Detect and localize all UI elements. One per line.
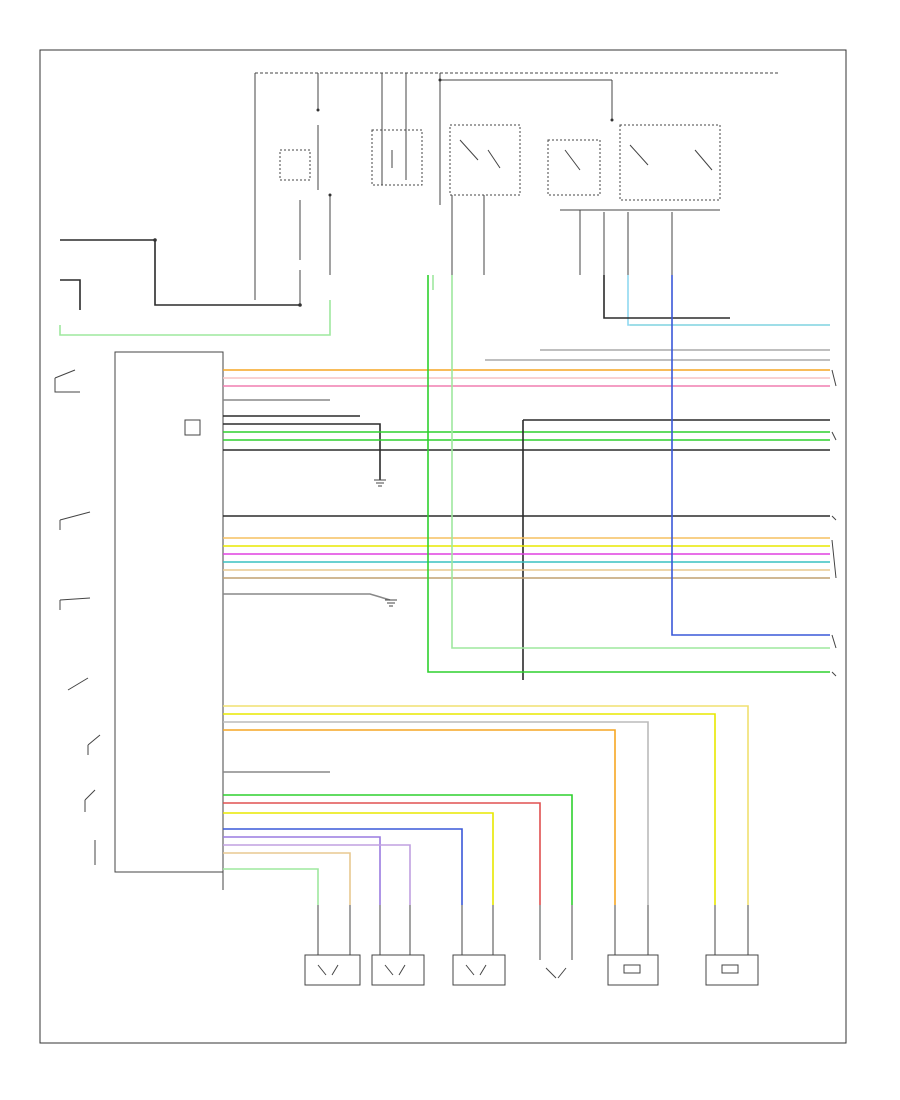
switch-5 [87, 734, 101, 755]
wire-black-5 [223, 423, 381, 480]
switch-1 [54, 369, 80, 393]
sensor-6-element [721, 964, 739, 974]
fuse-left [279, 149, 311, 181]
right-edge-connectors [831, 369, 837, 677]
relay-contacts [391, 139, 713, 171]
wire-gray-4 [223, 593, 391, 601]
wire-lightgreen-2 [451, 275, 830, 649]
feed-2 [381, 73, 407, 185]
sensor-4-leads [539, 905, 573, 960]
sensor-3-leads [461, 905, 494, 955]
lower-harness [223, 705, 749, 905]
relay-1 [371, 129, 423, 186]
switch-6 [84, 789, 96, 812]
wire-lightyellow-1 [223, 705, 749, 905]
wire-purple-1 [223, 836, 381, 905]
sensor-4-symbol [545, 967, 567, 979]
ground-2 [385, 599, 397, 607]
upper-harness [223, 275, 830, 680]
wire-tan-3 [223, 852, 351, 905]
edge-arrows [831, 369, 837, 677]
feed-4 [440, 79, 613, 120]
sensor-5 [607, 954, 659, 986]
control-module [114, 351, 224, 890]
sensor-5-leads [614, 905, 649, 955]
wire-black-7 [522, 419, 830, 680]
sensor-1 [304, 954, 361, 986]
sensor-2 [371, 954, 425, 986]
top-fuse-relay-block [254, 72, 780, 305]
switch-2 [59, 511, 91, 530]
wire-lightgreen-top [59, 300, 331, 336]
wire-lightblue-r1 [627, 275, 830, 326]
sensor-6 [705, 954, 759, 986]
wire-blue-1 [671, 275, 830, 636]
wire-green-4 [223, 794, 573, 905]
module-outline [114, 351, 224, 873]
wire-lightgreen-3 [223, 868, 319, 905]
diagram-border [39, 49, 847, 1044]
wire-green-3 [427, 275, 830, 673]
wire-blue-2 [223, 828, 463, 905]
sensor-5-element [623, 964, 641, 974]
ground-1 [374, 479, 386, 487]
wire-lavender-1 [223, 844, 411, 905]
wire-black-a [60, 239, 300, 306]
switch-4 [67, 677, 89, 691]
relay-outputs-2 [451, 195, 485, 275]
relay-4 [547, 139, 601, 196]
left-switches [54, 369, 101, 865]
sensor-2-leads [379, 905, 411, 955]
sensor-row [304, 905, 759, 986]
module-symbol [184, 419, 201, 436]
wire-yellow-3 [223, 812, 494, 905]
relay-2 [449, 124, 521, 196]
sensor-3-symbol [465, 964, 487, 976]
wire-black-b [60, 279, 81, 310]
wire-black-right [603, 275, 730, 319]
wire-yellow-2 [223, 713, 716, 905]
wire-red-1 [223, 802, 541, 905]
relay-3 [619, 124, 721, 201]
switch-3 [59, 597, 91, 610]
wire-gray-5 [223, 721, 649, 905]
sensor-3 [452, 954, 506, 986]
sensor-2-symbol [384, 964, 406, 976]
sensor-6-leads [714, 905, 749, 955]
sensor-1-symbol [317, 964, 339, 976]
wire-orange-3 [223, 729, 616, 905]
ground-symbols [374, 479, 397, 607]
upper-left-harness [59, 238, 331, 336]
sensor-1-leads [317, 905, 351, 955]
relay-outputs [579, 210, 673, 275]
